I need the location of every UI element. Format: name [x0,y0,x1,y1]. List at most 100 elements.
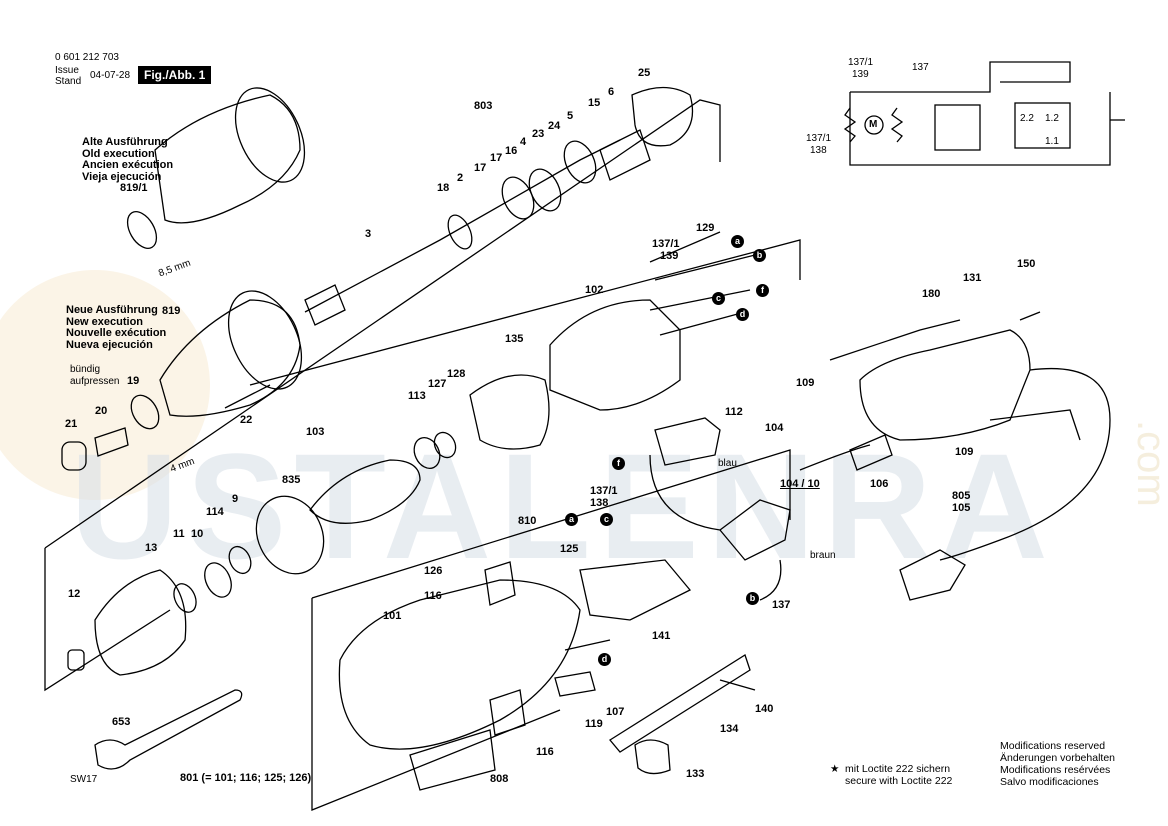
new-execution-en: New execution [66,315,144,328]
new-execution-de: Neue Ausführung [66,304,158,316]
screw-150 [1019,311,1041,321]
flush-press-line-2: aufpressen [70,376,120,387]
cable-guard-106 [849,434,893,471]
fan-835 [255,495,325,575]
bearing-113 [413,436,441,470]
part-label-13: 13 [145,542,158,554]
schematic-label-137: 137 [912,62,929,73]
part-label-116-a: 116 [424,590,442,602]
wire-139-b [654,254,756,281]
part-label-9: 9 [232,493,239,505]
schematic-switch-box [1014,102,1071,149]
part-label-808: 808 [490,773,509,785]
connector-f-switch: f [612,457,625,470]
part-label-4: 4 [520,136,527,148]
flush-press-line-1: bündig [70,364,101,375]
plate-808 [409,729,496,791]
part-label-819: 819 [162,305,181,317]
schematic-resistor-right [890,107,904,143]
bearing-5 [563,140,597,184]
part-label-129: 129 [696,222,715,234]
part-label-3: 3 [365,228,372,240]
schematic-contact-1-1: 1.1 [1045,136,1059,147]
frame-line-lower-left [44,548,171,692]
part-label-104: 104 [765,422,784,434]
part-label-135: 135 [505,333,524,345]
part-label-835: 835 [282,474,301,486]
part-label-17: 17 [474,162,487,174]
part-label-103: 103 [306,426,325,438]
spring-140 [719,679,756,691]
ring-19 [130,394,160,430]
schematic-label-137-1-left: 137/1 [806,133,832,144]
part-label-5: 5 [567,110,574,122]
wire-d [659,311,746,336]
schematic-frame [849,92,1111,166]
watermark-text: USTALENRA [70,422,1056,590]
wrench-653 [94,689,243,770]
sleeve-109-lower [989,409,1081,441]
old-nose-flange [234,87,306,183]
bearing-114 [204,562,232,598]
part-label-22: 22 [240,414,253,426]
part-label-819-1: 819/1 [120,182,148,194]
frame-line-upper [44,99,721,549]
part-label-803: 803 [474,100,493,112]
cap-12 [67,649,85,671]
capacitor-112 [654,417,721,466]
connector-d-bottom: d [598,653,611,666]
part-label-12: 12 [68,588,81,600]
connector-a-top: a [731,235,744,248]
part-label-134: 134 [720,723,739,735]
schematic-motor-label: M [869,119,878,130]
part-label-127: 127 [428,378,447,390]
end-shield-13 [94,569,187,676]
spindle-3 [304,139,621,313]
schematic-box-electronics [934,104,981,151]
ring-11 [173,583,197,613]
slider-134 [609,654,751,753]
schematic-contact-1-2: 1.2 [1045,113,1059,124]
switch-104 [719,499,791,561]
schematic-motor-symbol [864,115,884,135]
part-label-16: 16 [505,145,518,157]
part-label-653: 653 [112,716,131,728]
frame-line-bottom [311,598,561,811]
issue-date: 04-07-28 [90,70,131,81]
part-label-11: 11 [173,528,185,540]
schematic-label-137-1-top: 137/1 [848,57,874,68]
new-execution-fr: Nouvelle exécution [66,327,167,339]
connector-b-bottom: b [746,592,759,605]
part-label-116-b: 116 [536,746,554,758]
sleeve-109-upper [829,319,961,361]
doc-number: 0 601 212 703 [55,52,119,63]
schematic-label-138: 138 [810,145,827,156]
connector-f-top: f [756,284,769,297]
housing-131 [859,329,1031,441]
part-label-24: 24 [548,120,561,132]
connector-b-top: b [753,249,766,262]
part-label-2: 2 [457,172,464,184]
brush-holder-116-bottom [489,689,526,736]
modifications-es: Salvo modificaciones [1000,776,1099,788]
part-label-137: 137 [772,599,791,611]
ring-9 [228,545,252,575]
wire-c-f [649,289,751,311]
stand-label: Stand [55,76,82,87]
issue-label: Issue [55,65,79,76]
part-label-128: 128 [447,368,466,380]
part-label-137-1-b: 137/1 [590,485,618,497]
spindle-thread [304,284,346,326]
new-nose-flange [227,290,303,390]
wire-loop-left [649,454,721,531]
knob-21 [61,441,87,471]
part-label-119: 119 [585,718,603,730]
part-label-133: 133 [686,768,705,780]
old-sleeve-819-1 [126,211,158,249]
part-label-6: 6 [608,86,615,98]
stator-102 [549,299,681,411]
wire-141-d [564,639,611,651]
connector-d-top: d [736,308,749,321]
schematic-top-wire [850,61,1071,93]
